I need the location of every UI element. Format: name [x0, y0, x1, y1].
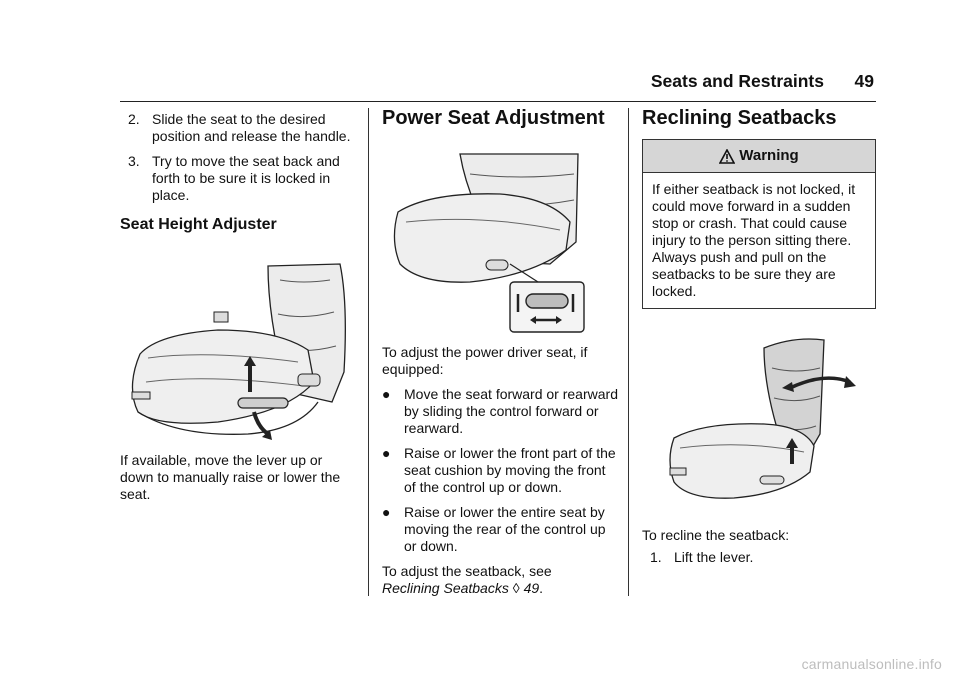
- warning-header: Warning: [643, 140, 875, 173]
- heading-seat-height: Seat Height Adjuster: [120, 216, 277, 233]
- bullet-text: Raise or lower the entire seat by moving…: [404, 504, 606, 554]
- section-title: Seats and Restraints: [650, 71, 824, 91]
- column-1-caption: If available, move the lever up or down …: [120, 452, 352, 503]
- column-2: Power Seat Adjustment: [382, 107, 618, 129]
- see-symbol: ◊: [512, 580, 520, 596]
- seat-height-lever-illustration: [131, 263, 346, 440]
- step-text: Slide the seat to the desired position a…: [152, 111, 351, 144]
- bullet-dot: ●: [382, 386, 391, 402]
- warning-triangle-icon: [719, 148, 736, 164]
- step-item: 1. Lift the lever.: [642, 549, 876, 566]
- height-caption: If available, move the lever up or down …: [120, 452, 341, 502]
- column-3-body: To recline the seatback: 1. Lift the lev…: [642, 527, 876, 574]
- column-divider-left: [368, 108, 369, 596]
- power-seat-control-illustration: [393, 153, 585, 333]
- reclining-seatback-illustration: [669, 338, 856, 499]
- bullet-text: Move the seat forward or rearward by sli…: [404, 386, 618, 436]
- header-rule: [120, 101, 876, 102]
- bullet-item: ● Raise or lower the front part of the s…: [382, 445, 618, 496]
- watermark: carmanualsonline.info: [801, 656, 942, 672]
- bullet-text: Raise or lower the front part of the sea…: [404, 445, 616, 495]
- see-reference: To adjust the seatback, see Reclining Se…: [382, 563, 618, 597]
- page-number: 49: [854, 71, 874, 91]
- column-3: Reclining Seatbacks Warning If either se…: [642, 107, 876, 309]
- step-item: 3. Try to move the seat back and forth t…: [120, 153, 352, 204]
- see-end: .: [539, 580, 544, 596]
- power-intro: To adjust the power driver seat, if equi…: [382, 344, 588, 377]
- see-page[interactable]: 49: [523, 580, 540, 596]
- bullet-item: ● Move the seat forward or rearward by s…: [382, 386, 618, 437]
- warning-title: Warning: [739, 147, 799, 164]
- see-text: To adjust the seatback, see: [382, 563, 552, 579]
- heading-reclining: Reclining Seatbacks: [642, 107, 837, 129]
- column-1: 2. Slide the seat to the desired positio…: [120, 111, 352, 233]
- step-number: 3.: [128, 153, 140, 169]
- bullet-dot: ●: [382, 445, 391, 461]
- warning-body: If either seatback is not locked, it cou…: [652, 181, 856, 299]
- step-text: Try to move the seat back and forth to b…: [152, 153, 340, 203]
- step-item: 2. Slide the seat to the desired positio…: [120, 111, 352, 145]
- warning-box: Warning If either seatback is not locked…: [642, 139, 876, 309]
- see-link[interactable]: Reclining Seatbacks: [382, 580, 509, 596]
- recline-intro: To recline the seatback:: [642, 527, 790, 543]
- step-text: Lift the lever.: [674, 549, 754, 565]
- bullet-dot: ●: [382, 504, 391, 520]
- column-divider-right: [628, 108, 629, 596]
- column-2-body: To adjust the power driver seat, if equi…: [382, 344, 618, 597]
- step-number: 2.: [128, 111, 140, 127]
- step-number: 1.: [650, 549, 662, 565]
- bullet-item: ● Raise or lower the entire seat by movi…: [382, 504, 618, 555]
- heading-power-seat: Power Seat Adjustment: [382, 107, 605, 129]
